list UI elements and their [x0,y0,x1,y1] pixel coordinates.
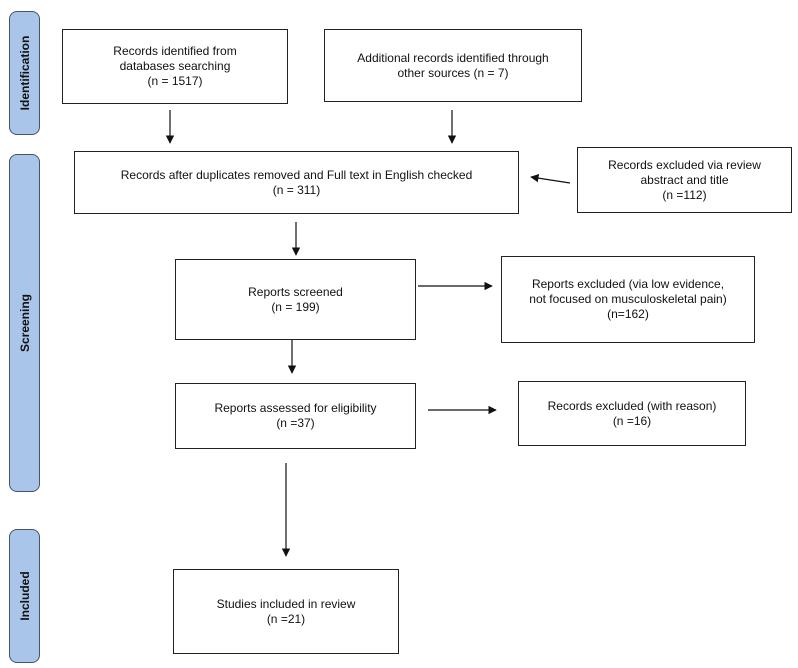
box-line: Records excluded via review [608,157,761,172]
phase-included-label: Included [17,571,32,621]
box-line: (n =37) [276,416,315,430]
box-databases-searching: Records identified from databases search… [62,29,288,104]
box-line: Reports excluded (via low evidence, [531,277,725,291]
box-excluded-low-evidence: Reports excluded (via low evidence, not … [501,256,755,343]
box-excluded-abstract: Records excluded via review abstract and… [577,147,792,213]
box-line: Studies included in review [216,596,356,611]
phase-screening: Screening [9,154,40,492]
box-line: (n = 199) [271,299,320,314]
box-line: Reports assessed for eligibility [214,401,377,415]
box-eligibility: Reports assessed for eligibility (n =37) [175,383,416,449]
box-line: (n = 1517) [147,74,203,88]
box-line: Reports screened [248,284,343,299]
arrow-excluded-abstract-to-duplicates [530,173,571,184]
box-line: other sources (n = 7) [397,65,509,80]
phase-identification: Identification [9,11,40,135]
phase-screening-label: Screening [17,293,32,353]
box-line: (n = 311) [272,182,321,197]
box-line: (n =16) [612,413,652,428]
phase-included: Included [9,529,40,663]
phase-identification-label: Identification [17,35,32,111]
box-line: Records after duplicates removed and Ful… [120,167,473,182]
box-excluded-reason: Records excluded (with reason) (n =16) [518,381,746,446]
box-other-sources: Additional records identified through ot… [324,29,582,102]
box-line: (n=162) [607,307,649,321]
box-line: databases searching [119,59,231,73]
box-after-duplicates: Records after duplicates removed and Ful… [74,151,519,214]
box-line: abstract and title [640,172,729,187]
box-line: Records excluded (with reason) [547,398,717,413]
box-line: not focused on musculoskeletal pain) [529,292,727,306]
box-line: (n =112) [662,187,707,202]
box-line: Records identified from [113,44,237,58]
box-reports-screened: Reports screened (n = 199) [175,259,416,340]
box-studies-included: Studies included in review (n =21) [173,569,399,654]
box-line: Additional records identified through [357,50,549,65]
box-line: (n =21) [266,611,306,626]
